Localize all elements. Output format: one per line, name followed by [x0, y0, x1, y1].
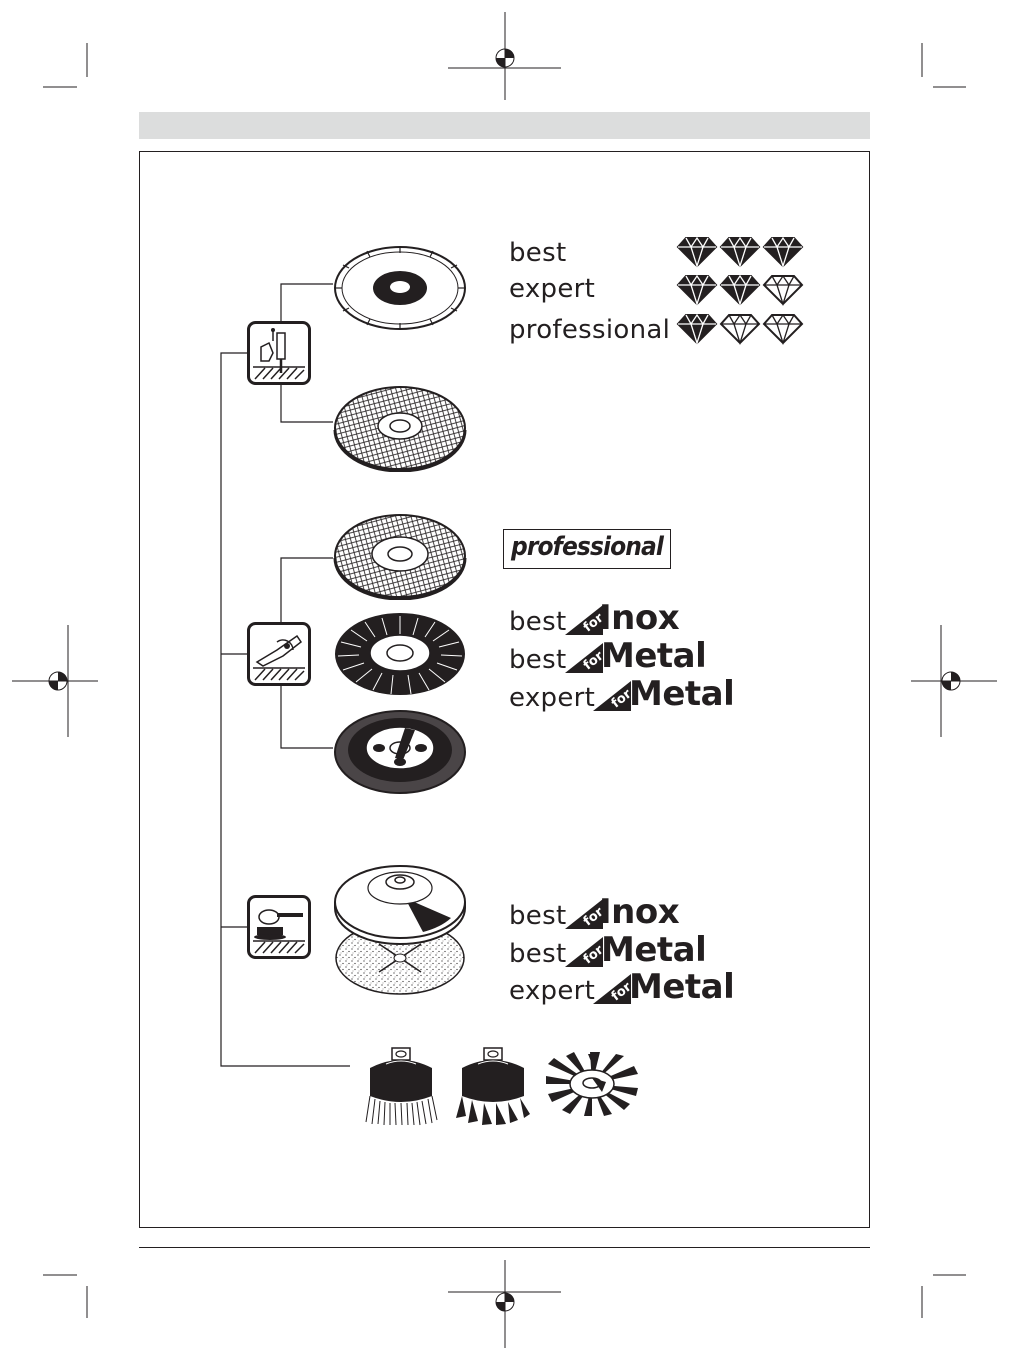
product-line-prefix: best — [509, 645, 567, 675]
footer-rule — [139, 1247, 870, 1248]
diamond-icon — [762, 274, 804, 307]
product-line-prefix: best — [509, 607, 567, 637]
product-line-material: Metal — [601, 930, 707, 970]
diamond-icon — [719, 313, 761, 345]
for-badge-icon: for — [565, 937, 605, 967]
grinding-application-icon — [247, 622, 311, 686]
product-line-material: Inox — [599, 892, 680, 932]
professional-badge — [503, 529, 671, 569]
rating-label-best: best — [509, 238, 567, 268]
for-badge-icon: for — [565, 643, 605, 673]
content-frame — [139, 151, 870, 1228]
for-badge-icon: for — [593, 681, 633, 711]
product-line-material: Metal — [601, 636, 707, 676]
product-line-material: Inox — [599, 598, 680, 638]
product-line-prefix: best — [509, 901, 567, 931]
flap-disc — [335, 613, 465, 695]
diamond-icon — [719, 274, 761, 307]
cutting-disc — [333, 386, 467, 472]
for-badge-icon: for — [565, 605, 605, 635]
grinding-disc — [333, 514, 467, 600]
rating-label-professional: professional — [509, 315, 671, 345]
cutting-application-icon — [247, 321, 311, 385]
product-line-prefix: expert — [509, 976, 596, 1006]
diamond-icon — [676, 313, 718, 345]
crimped-wire-cup-brush — [365, 1047, 438, 1126]
diamond-icon — [762, 236, 804, 269]
diamond-icon — [719, 236, 761, 269]
sanding-application-icon — [247, 895, 311, 959]
product-line-material: Metal — [629, 967, 735, 1007]
cup-grinding-disc — [334, 710, 466, 794]
for-badge-icon: for — [565, 899, 605, 929]
header-bar — [139, 112, 870, 139]
diamond-icon — [762, 313, 804, 345]
product-line-material: Metal — [629, 674, 735, 714]
professional-badge-text: professional — [511, 532, 664, 562]
for-badge-icon: for — [593, 974, 633, 1004]
product-line-prefix: best — [509, 939, 567, 969]
product-line-prefix: expert — [509, 683, 596, 713]
diamond-rating-icons — [676, 236, 804, 345]
rating-label-expert: expert — [509, 274, 596, 304]
knotted-wire-wheel-brush — [546, 1052, 638, 1116]
backing-pad-with-sanding-sheet — [334, 865, 466, 995]
diamond-cutting-disc — [334, 246, 466, 330]
diamond-icon — [676, 274, 718, 307]
knotted-wire-cup-brush — [456, 1047, 530, 1125]
diamond-icon — [676, 236, 718, 269]
